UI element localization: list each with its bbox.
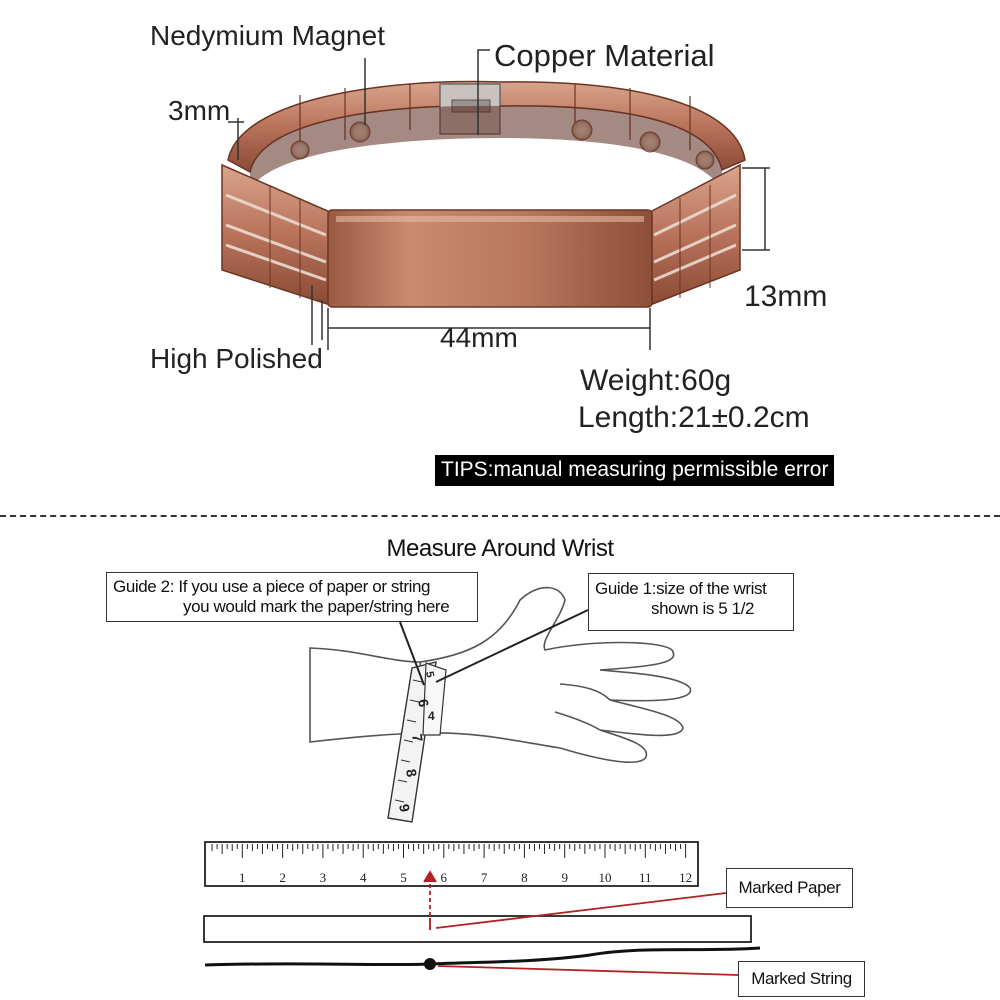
tape-num-6: 6 <box>415 698 432 709</box>
thickness-label: 3mm <box>168 95 231 126</box>
string-mark <box>424 958 436 970</box>
length-text: Length:21±0.2cm <box>578 401 810 434</box>
ruler-number: 10 <box>599 870 612 885</box>
material-label: Copper Material <box>494 38 715 73</box>
ruler-number: 1 <box>239 870 246 885</box>
tape-num-9: 9 <box>396 803 413 814</box>
guide1-line1: Guide 1:size of the wrist <box>595 579 767 598</box>
paper-strip <box>203 915 752 943</box>
weight-text: Weight:60g <box>580 364 732 397</box>
section-title: Measure Around Wrist <box>386 535 615 562</box>
ruler-number: 5 <box>400 870 407 885</box>
ruler-number: 3 <box>320 870 327 885</box>
plate-length-label: 44mm <box>440 322 518 353</box>
tape-num-4: 4 <box>428 709 435 723</box>
guide-leaders <box>399 609 589 686</box>
guide2-box: Guide 2: If you use a piece of paper or … <box>106 572 478 622</box>
guide2-line1: Guide 2: If you use a piece of paper or … <box>113 577 431 596</box>
front-plate <box>327 209 653 308</box>
tape-num-7: 7 <box>409 733 426 744</box>
bracelet <box>221 80 746 308</box>
tape-num-5: 5 <box>423 670 436 678</box>
marked-paper-label: Marked Paper <box>726 868 853 908</box>
ruler-number: 11 <box>639 870 652 885</box>
section-divider <box>0 515 1000 517</box>
ruler-number: 4 <box>360 870 367 885</box>
width-label: 13mm <box>744 280 828 313</box>
ruler-number: 6 <box>441 870 448 885</box>
marked-string-label: Marked String <box>738 961 865 997</box>
tape-num-8: 8 <box>403 768 420 779</box>
guide1-line2: shown is 5 1/2 <box>651 599 755 618</box>
string <box>204 946 761 967</box>
ruler-number: 8 <box>521 870 528 885</box>
magnet-label: Nedymium Magnet <box>150 20 385 51</box>
ruler-number: 7 <box>481 870 488 885</box>
tips-banner: TIPS:manual measuring permissible error <box>435 455 835 486</box>
finish-label: High Polished <box>150 343 323 374</box>
ruler-number: 9 <box>561 870 568 885</box>
ruler-number: 2 <box>279 870 286 885</box>
guide1-box: Guide 1:size of the wrist shown is 5 1/2 <box>588 573 794 631</box>
guide2-line2: you would mark the paper/string here <box>183 597 450 616</box>
ruler-number: 12 <box>679 870 692 885</box>
hand-drawing <box>309 586 692 763</box>
dimension-lines <box>228 49 770 350</box>
red-markers <box>423 870 739 976</box>
